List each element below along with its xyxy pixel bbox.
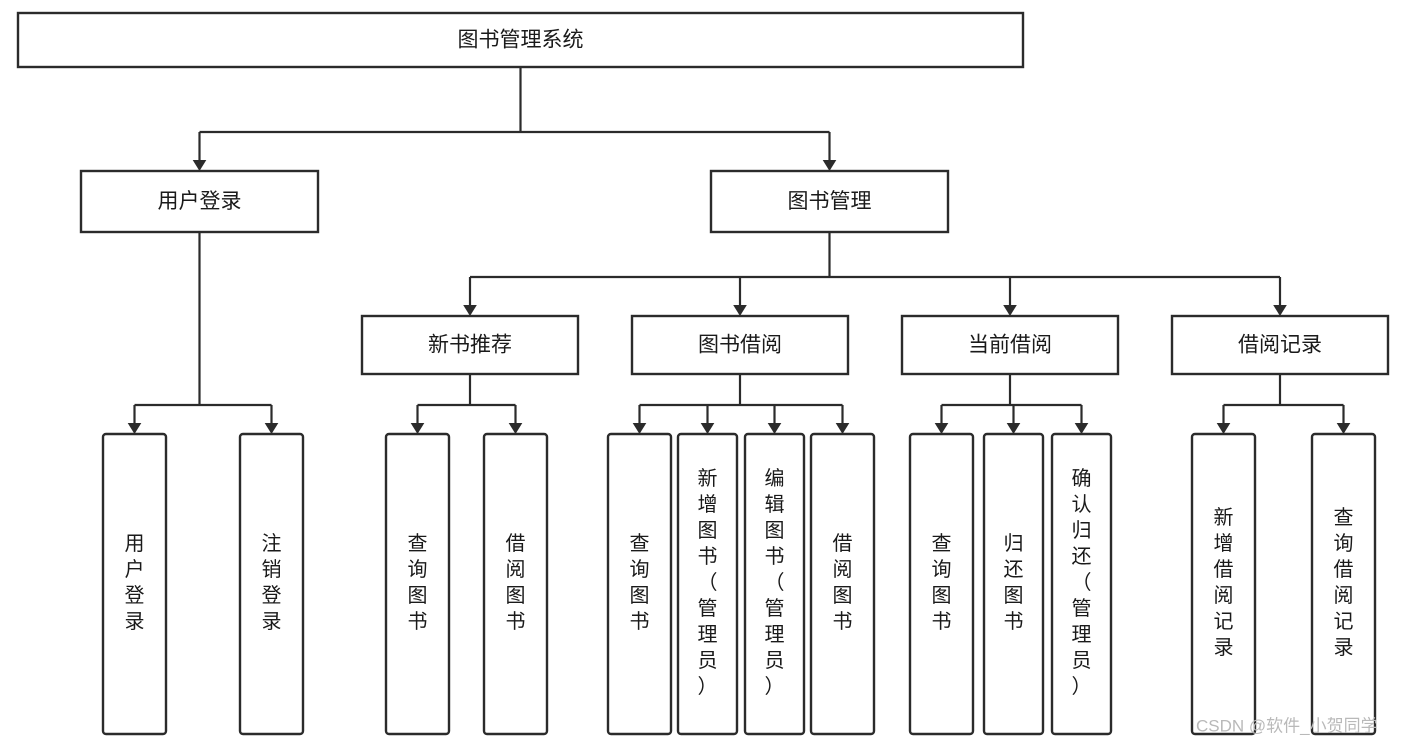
node-leaf-edit-book-admin-label: 编辑图书（管理员） (765, 467, 785, 698)
node-leaf-return-book-box[interactable] (982, 432, 1045, 736)
node-leaf-query-book-current-box[interactable] (908, 432, 975, 736)
user-login-to-leaves-arrow-0 (127, 423, 142, 434)
node-leaf-query-book-recommend[interactable]: 查询图书 (384, 432, 451, 736)
node-root-system[interactable]: 图书管理系统 (16, 11, 1025, 69)
connector-lines-layer (127, 67, 1351, 434)
node-leaf-add-borrow-record-box[interactable] (1190, 432, 1257, 736)
root-to-level2-arrow-1 (822, 160, 837, 171)
node-leaf-query-borrow-record[interactable]: 查询借阅记录 (1310, 432, 1377, 736)
node-leaf-confirm-return-admin-label: 确认归还（管理员） (1072, 467, 1092, 698)
node-leaf-user-login[interactable]: 用户登录 (101, 432, 168, 736)
node-leaf-user-login-label: 用户登录 (125, 533, 145, 633)
node-current-borrow-box[interactable] (900, 314, 1120, 376)
node-leaf-add-book-admin[interactable]: 新增图书（管理员） (676, 432, 739, 736)
node-leaf-query-borrow-record-label: 查询借阅记录 (1334, 506, 1354, 659)
node-leaf-borrow-book-recommend-box[interactable] (482, 432, 549, 736)
node-root-system-label: 图书管理系统 (458, 29, 584, 52)
book-borrow-to-leaves-arrow-1 (700, 423, 715, 434)
node-borrow-record-box[interactable] (1170, 314, 1390, 376)
bookmanage-to-level3-arrow-1 (733, 305, 747, 316)
borrow-record-to-leaves-arrow-1 (1336, 423, 1351, 434)
bookmanage-to-level3-arrow-2 (1003, 305, 1017, 316)
node-book-borrow[interactable]: 图书借阅 (630, 314, 850, 376)
book-borrow-to-leaves-arrow-3 (835, 423, 850, 434)
new-book-recommend-to-leaves-arrow-0 (410, 423, 425, 434)
node-leaf-query-borrow-record-box[interactable] (1310, 432, 1377, 736)
node-book-manage-box[interactable] (709, 169, 950, 234)
node-leaf-add-book-admin-label: 新增图书（管理员） (698, 467, 718, 698)
current-borrow-to-leaves-arrow-2 (1074, 423, 1089, 434)
node-leaf-borrow-book-recommend-label: 借阅图书 (506, 532, 526, 633)
node-leaf-borrow-book[interactable]: 借阅图书 (809, 432, 876, 736)
node-leaf-logout-label: 注销登录 (262, 532, 282, 633)
node-leaf-return-book[interactable]: 归还图书 (982, 432, 1045, 736)
csdn-watermark: CSDN @软件_小贺同学 (1196, 716, 1378, 735)
node-borrow-record[interactable]: 借阅记录 (1170, 314, 1390, 376)
book-borrow-to-leaves-arrow-0 (632, 423, 647, 434)
user-login-to-leaves-arrow-1 (264, 423, 279, 434)
book-borrow-to-leaves-arrow-2 (767, 423, 782, 434)
node-current-borrow-label: 当前借阅 (968, 334, 1052, 357)
current-borrow-to-leaves-arrow-0 (934, 423, 949, 434)
node-leaf-query-book-recommend-label: 查询图书 (408, 532, 428, 633)
node-leaf-borrow-book-box[interactable] (809, 432, 876, 736)
node-leaf-query-book-current[interactable]: 查询图书 (908, 432, 975, 736)
node-book-manage-label: 图书管理 (788, 190, 872, 213)
node-book-borrow-label: 图书借阅 (698, 334, 782, 357)
node-user-login-box[interactable] (79, 169, 320, 234)
node-leaf-query-book-recommend-box[interactable] (384, 432, 451, 736)
node-book-borrow-box[interactable] (630, 314, 850, 376)
node-leaf-add-book-admin-box[interactable] (676, 432, 739, 736)
node-leaf-add-borrow-record-label: 新增借阅记录 (1214, 506, 1234, 659)
bookmanage-to-level3-arrow-0 (463, 305, 477, 316)
node-leaf-edit-book-admin[interactable]: 编辑图书（管理员） (743, 432, 806, 736)
node-user-login-label: 用户登录 (158, 190, 242, 213)
borrow-record-to-leaves-arrow-0 (1216, 423, 1231, 434)
node-leaf-query-book-current-label: 查询图书 (932, 532, 952, 633)
node-leaf-return-book-label: 归还图书 (1004, 532, 1024, 633)
node-leaf-query-book-borrow[interactable]: 查询图书 (606, 432, 673, 736)
node-current-borrow[interactable]: 当前借阅 (900, 314, 1120, 376)
node-leaf-confirm-return-admin[interactable]: 确认归还（管理员） (1050, 432, 1113, 736)
node-leaf-query-book-borrow-box[interactable] (606, 432, 673, 736)
node-new-book-recommend-box[interactable] (360, 314, 580, 376)
node-leaf-confirm-return-admin-box[interactable] (1050, 432, 1113, 736)
bookmanage-to-level3-arrow-3 (1273, 305, 1287, 316)
node-leaf-add-borrow-record[interactable]: 新增借阅记录 (1190, 432, 1257, 736)
node-leaf-borrow-book-recommend[interactable]: 借阅图书 (482, 432, 549, 736)
node-leaf-logout[interactable]: 注销登录 (238, 432, 305, 736)
node-new-book-recommend-label: 新书推荐 (428, 334, 512, 357)
node-leaf-user-login-box[interactable] (101, 432, 168, 736)
current-borrow-to-leaves-arrow-1 (1006, 423, 1021, 434)
node-leaf-query-book-borrow-label: 查询图书 (630, 532, 650, 633)
node-root-system-box[interactable] (16, 11, 1025, 69)
new-book-recommend-to-leaves-arrow-1 (508, 423, 523, 434)
node-leaf-borrow-book-label: 借阅图书 (833, 532, 853, 633)
node-book-manage[interactable]: 图书管理 (709, 169, 950, 234)
root-to-level2-arrow-0 (192, 160, 207, 171)
node-user-login[interactable]: 用户登录 (79, 169, 320, 234)
node-leaf-logout-box[interactable] (238, 432, 305, 736)
node-borrow-record-label: 借阅记录 (1238, 334, 1322, 357)
node-leaf-edit-book-admin-box[interactable] (743, 432, 806, 736)
node-new-book-recommend[interactable]: 新书推荐 (360, 314, 580, 376)
node-boxes-layer: 图书管理系统用户登录图书管理新书推荐图书借阅当前借阅借阅记录用户登录注销登录查询… (16, 11, 1390, 736)
